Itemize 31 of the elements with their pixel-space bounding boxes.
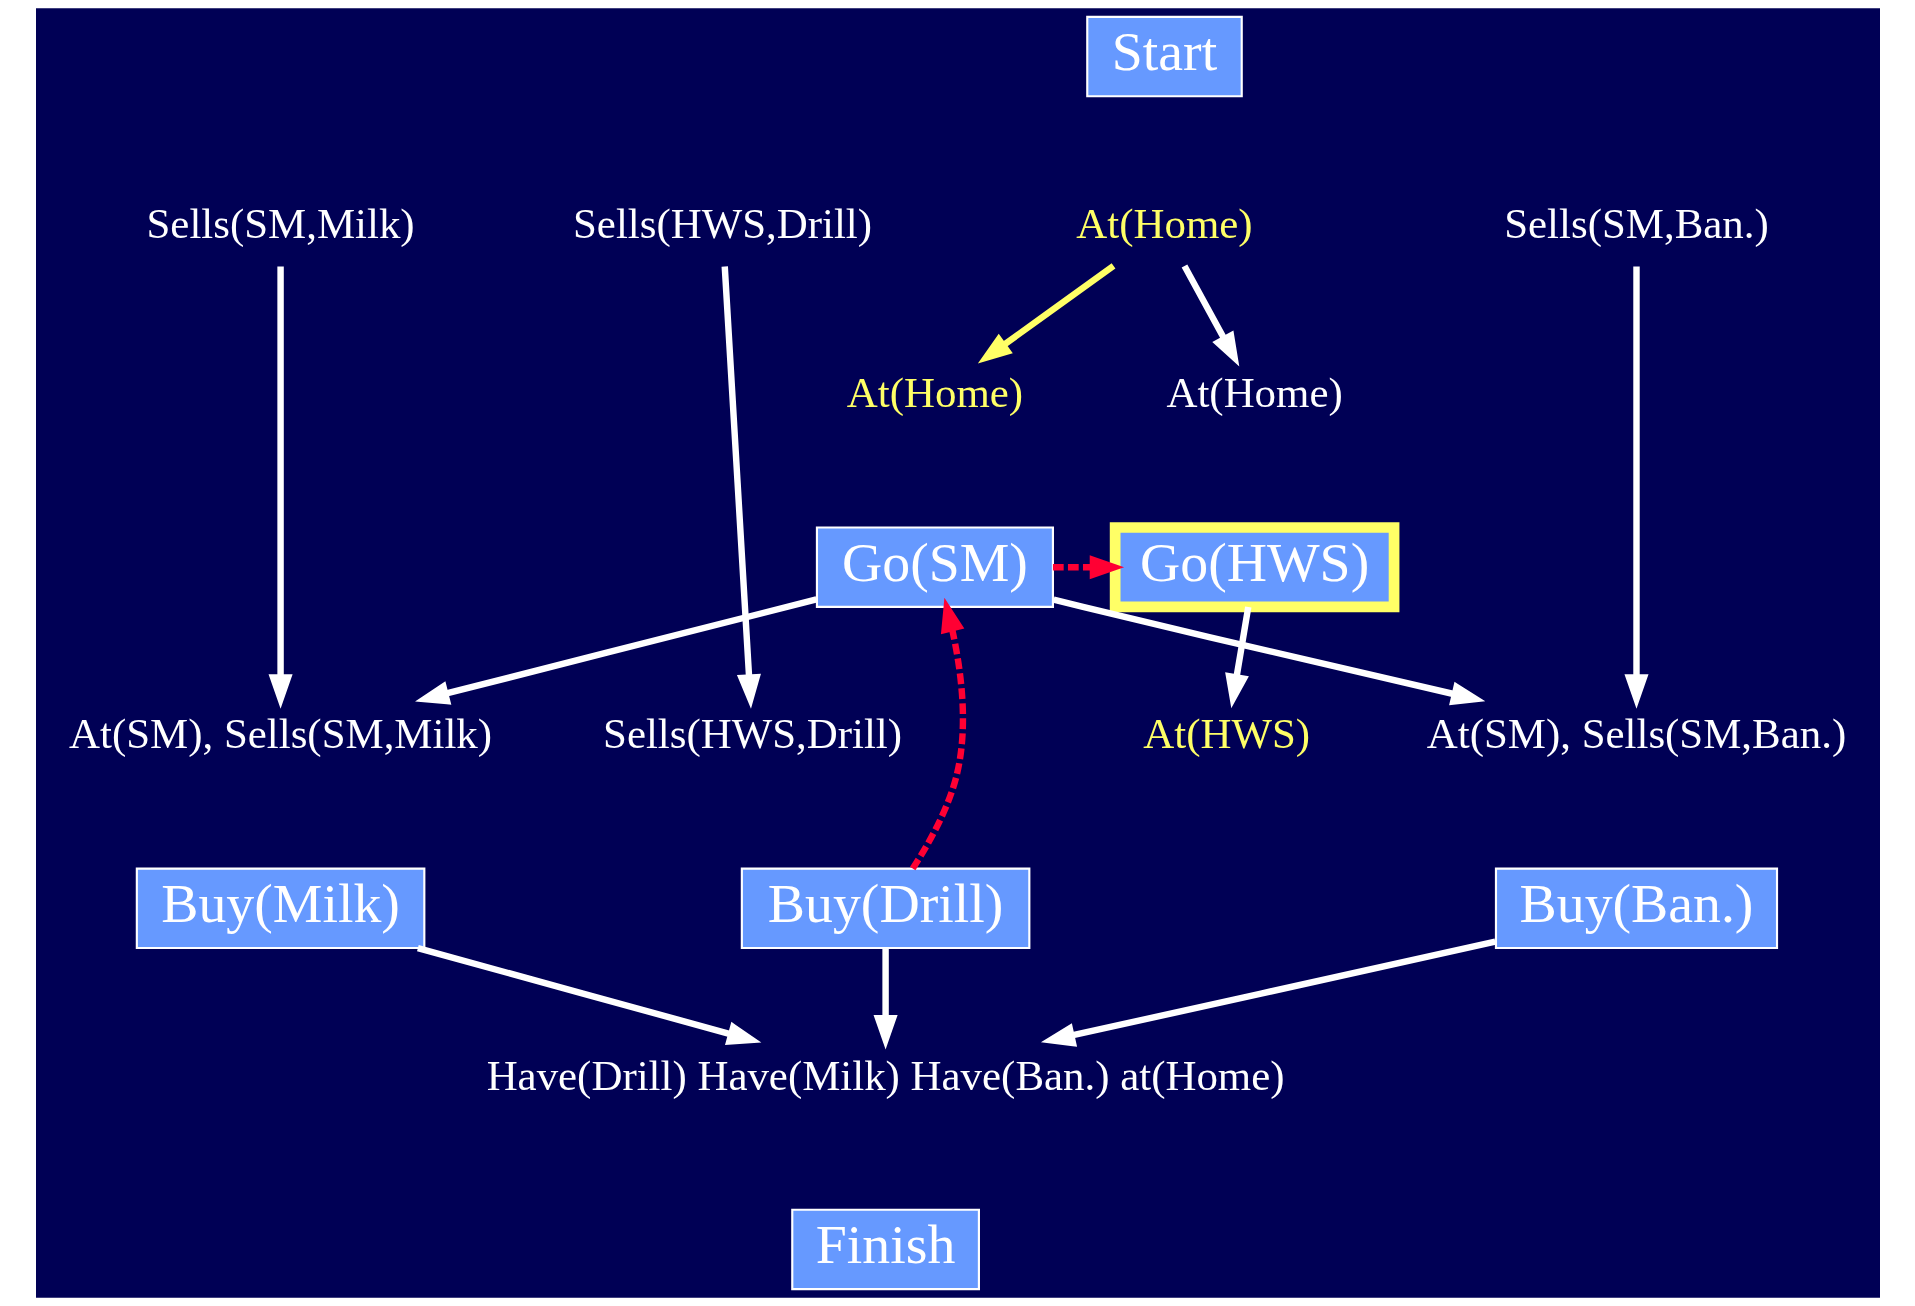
node-box: Finish	[790, 1208, 980, 1291]
arrow	[416, 945, 761, 1046]
node-text: Sells(SM,Milk)	[146, 199, 415, 247]
arrow	[1623, 266, 1649, 709]
node-text: At(Home)	[1075, 199, 1253, 247]
arrow	[909, 597, 966, 871]
node-text: At(Home)	[846, 369, 1023, 417]
arrow	[268, 266, 293, 709]
node-box: Go(HWS)	[1109, 522, 1399, 613]
arrow	[977, 263, 1115, 364]
arrow	[1181, 264, 1239, 367]
arrow	[1052, 555, 1124, 580]
arrow	[873, 948, 898, 1050]
node-box: Buy(Drill)	[740, 867, 1030, 950]
node-text: At(HWS)	[1142, 710, 1310, 758]
node-text: Sells(HWS,Drill)	[572, 199, 872, 247]
arrow	[721, 266, 761, 709]
node-text: At(SM), Sells(SM,Ban.)	[1426, 710, 1846, 758]
arrow	[1052, 596, 1485, 706]
node-text: Sells(HWS,Drill)	[602, 710, 902, 758]
arrow	[1224, 606, 1251, 709]
node-box: Buy(Ban.)	[1494, 867, 1778, 950]
arrow	[1040, 938, 1496, 1047]
node-text: Sells(SM,Ban.)	[1503, 199, 1769, 247]
node-text: Have(Drill) Have(Milk) Have(Ban.) at(Home)	[486, 1051, 1285, 1099]
node-text: At(Home)	[1165, 369, 1343, 417]
node-box: Start	[1085, 15, 1243, 98]
node-box: Buy(Milk)	[135, 867, 425, 950]
node-box: Go(SM)	[815, 526, 1054, 608]
node-text: At(SM), Sells(SM,Milk)	[68, 710, 492, 758]
arrow	[414, 596, 817, 705]
